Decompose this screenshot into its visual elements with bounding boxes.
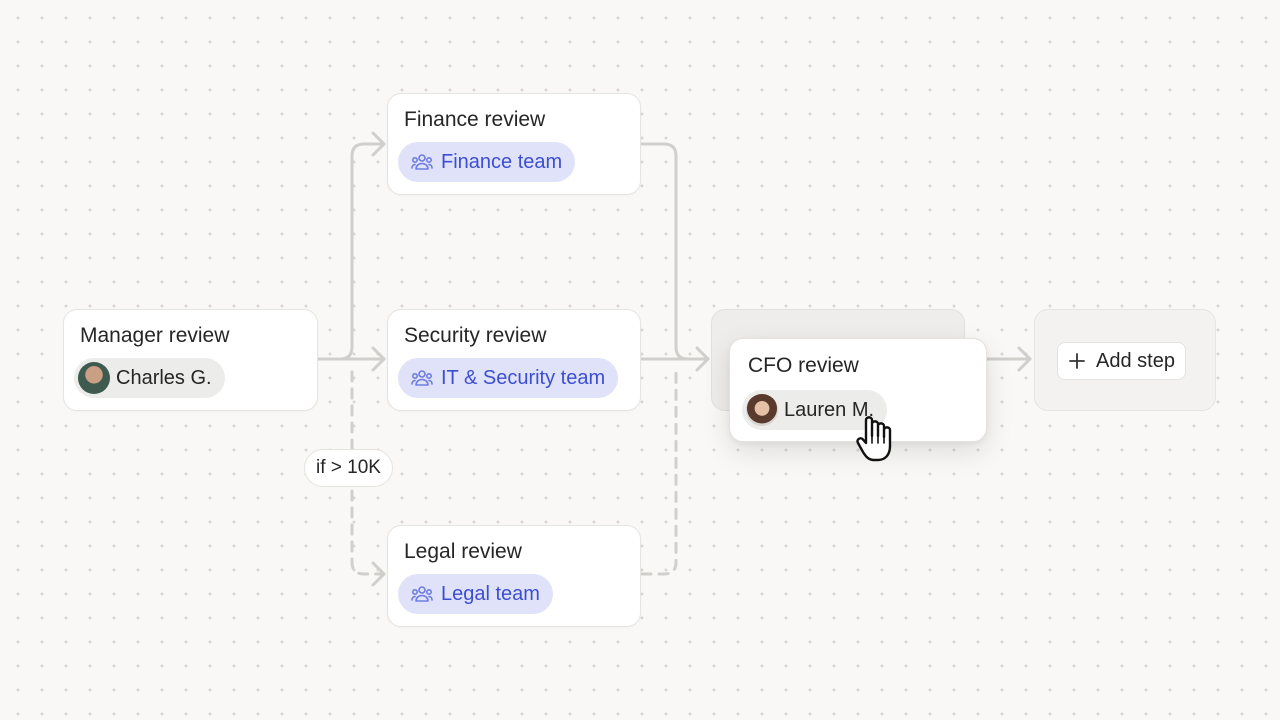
arrowhead-cfo [697, 348, 708, 370]
assignee-name: Legal team [441, 583, 540, 606]
add-step-button[interactable]: Add step [1057, 342, 1186, 380]
step-title: Manager review [80, 324, 229, 348]
avatar [746, 394, 778, 426]
step-title: Security review [404, 324, 546, 348]
assignee-chip[interactable]: Legal team [398, 574, 553, 614]
assignee-chip[interactable]: Finance team [398, 142, 575, 182]
assignee-name: Charles G. [116, 367, 212, 390]
team-icon [410, 582, 434, 606]
arrowhead-finance [373, 133, 384, 155]
connector-finance-cfo [642, 144, 708, 359]
arrowhead-legal [373, 563, 384, 585]
step-title: CFO review [748, 354, 859, 378]
team-icon [410, 150, 434, 174]
hand-pointer-icon [852, 410, 906, 466]
step-card-finance[interactable]: Finance review Finance team [387, 93, 641, 195]
assignee-chip[interactable]: Charles G. [74, 358, 225, 398]
connector-legal-cfo [642, 372, 676, 574]
arrowhead-security [373, 348, 384, 370]
step-title: Legal review [404, 540, 522, 564]
step-card-security[interactable]: Security review IT & Security team [387, 309, 641, 411]
step-card-legal[interactable]: Legal review Legal team [387, 525, 641, 627]
step-title: Finance review [404, 108, 545, 132]
add-step-slot: Add step [1034, 309, 1216, 411]
connector-manager-finance [318, 144, 384, 359]
step-card-manager[interactable]: Manager review Charles G. [63, 309, 318, 411]
assignee-name: Finance team [441, 151, 562, 174]
assignee-chip[interactable]: IT & Security team [398, 358, 618, 398]
plus-icon [1068, 352, 1086, 370]
assignee-name: IT & Security team [441, 367, 605, 390]
arrowhead-add [1019, 348, 1030, 370]
condition-label[interactable]: if > 10K [304, 449, 393, 487]
avatar [78, 362, 110, 394]
team-icon [410, 366, 434, 390]
add-step-label: Add step [1096, 350, 1175, 373]
